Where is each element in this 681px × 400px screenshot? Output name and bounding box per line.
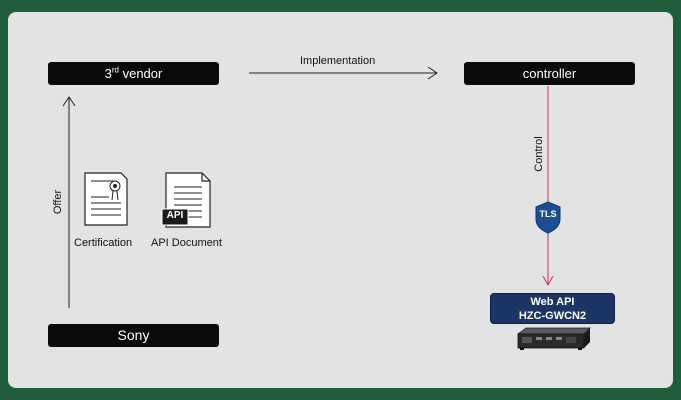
web-api-line2: HZC-GWCN2 bbox=[518, 310, 587, 322]
api-badge-text: API bbox=[166, 210, 184, 221]
tls-label: TLS bbox=[539, 209, 557, 219]
diagram-canvas: 3rd vendor controller Sony Implementatio… bbox=[8, 12, 673, 388]
vendor-node: 3rd vendor bbox=[48, 62, 219, 85]
controller-node: controller bbox=[464, 62, 635, 85]
vendor-label-main: 3 bbox=[104, 66, 112, 81]
sony-label: Sony bbox=[117, 327, 150, 343]
tls-shield-icon bbox=[535, 201, 561, 234]
implementation-arrow bbox=[249, 66, 438, 80]
control-arrow bbox=[542, 86, 554, 287]
offer-arrow bbox=[62, 96, 76, 308]
web-api-line1: Web API bbox=[530, 296, 575, 308]
vendor-label-rest: vendor bbox=[118, 66, 163, 81]
vendor-label-sup: rd bbox=[111, 65, 119, 75]
sony-node: Sony bbox=[48, 324, 219, 347]
diagram-connectors bbox=[62, 66, 591, 350]
implementation-label: Implementation bbox=[300, 55, 376, 67]
certification-label: Certification bbox=[74, 237, 133, 249]
web-api-device-label: Web API HZC-GWCN2 bbox=[490, 293, 615, 324]
controller-label: controller bbox=[522, 66, 577, 81]
control-label: Control bbox=[533, 134, 545, 174]
api-document-icon bbox=[161, 172, 211, 228]
certificate-icon bbox=[84, 172, 128, 226]
gateway-device-icon bbox=[516, 327, 591, 350]
api-document-label: API Document bbox=[151, 237, 222, 249]
offer-label: Offer bbox=[52, 187, 64, 217]
